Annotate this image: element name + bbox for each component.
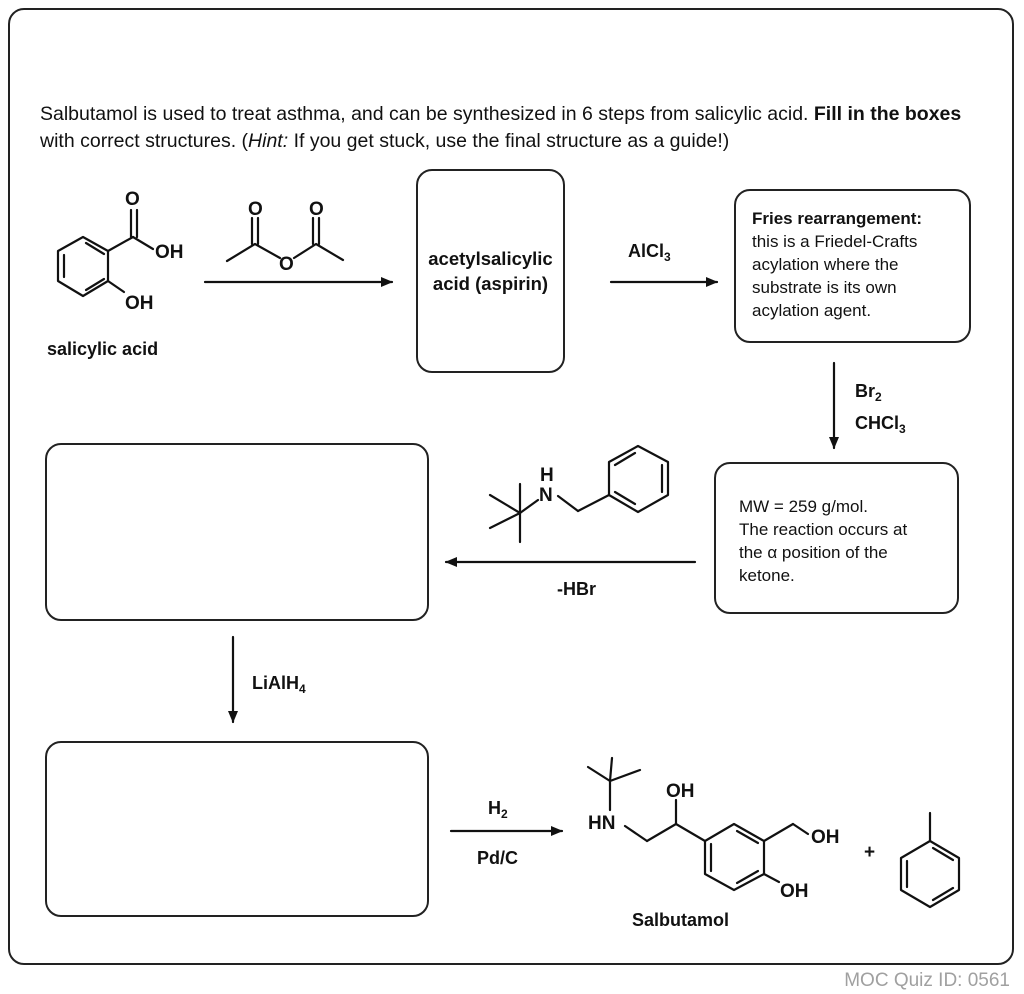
salbutamol-name: Salbutamol bbox=[632, 910, 730, 930]
salbutamol-oh-3: OH bbox=[780, 881, 809, 902]
intro-text: Salbutamol is used to treat asthma, and … bbox=[40, 103, 962, 152]
br2-label: Br2 CHCl3 bbox=[855, 381, 906, 436]
acetic-anhydride-structure bbox=[225, 216, 345, 263]
salicylic-acid-structure bbox=[56, 208, 155, 298]
amine-h-label: H bbox=[540, 465, 554, 486]
salbutamol-hn: HN bbox=[588, 813, 615, 834]
salicylic-acid-name: salicylic acid bbox=[47, 339, 159, 359]
benzyl-tbutylamine-structure bbox=[488, 444, 670, 544]
anhydride-o1: O bbox=[248, 199, 263, 220]
plus-sign: + bbox=[864, 842, 875, 863]
salicylic-acid-oh: OH bbox=[155, 242, 184, 263]
fries-info-box bbox=[734, 189, 971, 343]
quiz-id: MOC Quiz ID: 0561 bbox=[844, 970, 1010, 991]
salbutamol-structure bbox=[586, 756, 810, 892]
answer-box-amine[interactable] bbox=[45, 443, 429, 621]
mw-info-text: MW = 259 g/mol. The reaction occurs at t… bbox=[739, 497, 908, 585]
amine-n-label: N bbox=[539, 485, 553, 506]
lialh4-label: LiAlH4 bbox=[252, 673, 306, 696]
answer-box-alcohol[interactable] bbox=[45, 741, 429, 917]
anhydride-o3: O bbox=[309, 199, 324, 220]
quiz-frame bbox=[8, 8, 1014, 965]
salicylic-carbonyl-o: O bbox=[125, 189, 140, 210]
salbutamol-oh-1: OH bbox=[666, 781, 695, 802]
pdc-label: Pd/C bbox=[477, 848, 519, 868]
h2-label: H2 bbox=[488, 798, 508, 821]
mw-info-box bbox=[714, 462, 959, 614]
salicylic-phenol-oh: OH bbox=[125, 293, 154, 314]
salbutamol-oh-2: OH bbox=[811, 827, 840, 848]
toluene-structure bbox=[899, 811, 961, 909]
aspirin-box bbox=[416, 169, 565, 373]
anhydride-o2: O bbox=[279, 254, 294, 275]
hbr-label: -HBr bbox=[557, 579, 596, 599]
alcl3-label: AlCl3 bbox=[628, 241, 671, 264]
fries-info-text: Fries rearrangement: this is a Friedel-C… bbox=[752, 209, 923, 320]
